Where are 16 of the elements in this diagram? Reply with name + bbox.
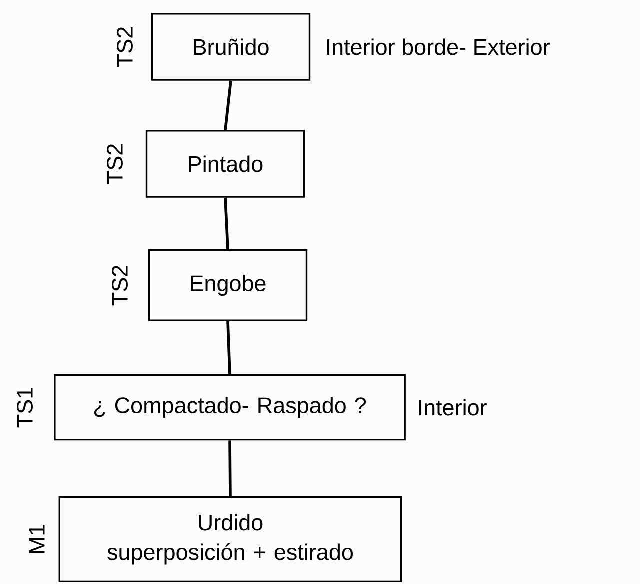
connector-line: [228, 440, 232, 496]
stage-code: TS2: [112, 266, 128, 306]
stage-code: TS2: [107, 144, 123, 184]
process-box: Engobe: [148, 250, 308, 322]
process-box: Pintado: [146, 130, 306, 198]
connector-line: [226, 321, 232, 374]
connector-line: [224, 198, 230, 250]
stage-code: TS1: [17, 388, 33, 428]
connector-line: [224, 80, 232, 130]
side-note: Interior borde- Exterior: [327, 38, 550, 56]
stage-code: M1: [29, 524, 45, 554]
stage-code: TS2: [117, 28, 133, 68]
side-note: Interior: [419, 399, 487, 416]
process-box: Bruñido: [151, 13, 311, 81]
process-box: ¿ Compactado- Raspado ?: [54, 374, 406, 441]
process-box: Urdido superposición + estirado: [58, 496, 402, 583]
